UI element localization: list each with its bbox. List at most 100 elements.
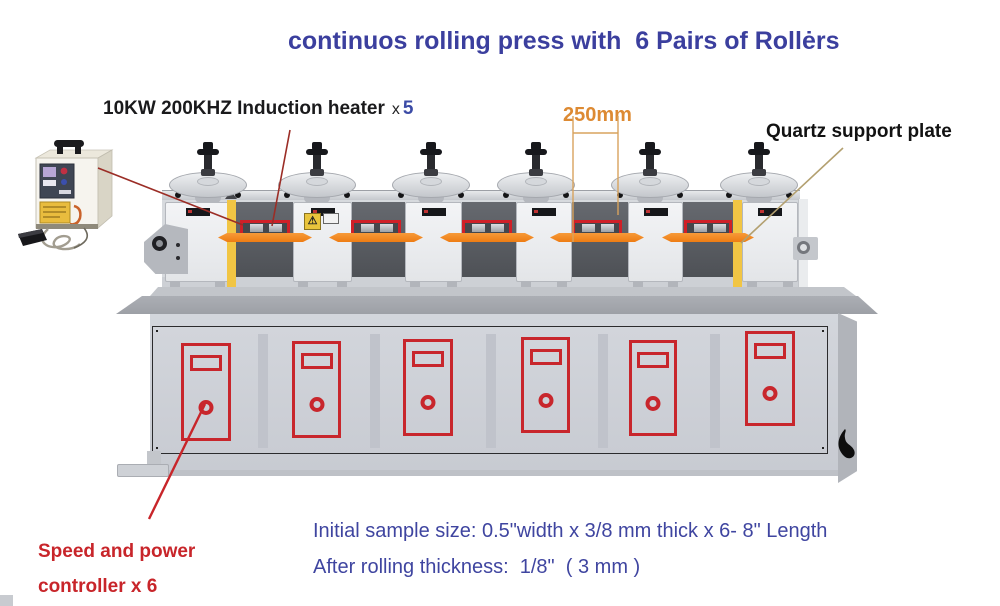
knob-stem bbox=[427, 153, 435, 175]
knob-collar bbox=[643, 169, 657, 176]
device-screen bbox=[43, 167, 56, 177]
door-nameplate-mark bbox=[312, 210, 317, 213]
knob-handle bbox=[197, 149, 219, 155]
rail-bolt bbox=[726, 192, 732, 198]
knob-tip bbox=[426, 142, 436, 150]
controller-display bbox=[754, 343, 786, 359]
left-bracket-bolt bbox=[176, 243, 180, 247]
knob-stem bbox=[646, 153, 654, 175]
controller-highlight bbox=[403, 339, 453, 436]
knob-stem bbox=[313, 153, 321, 175]
controller-knob bbox=[198, 400, 214, 415]
door-nameplate bbox=[532, 208, 556, 216]
controller-display bbox=[637, 352, 669, 368]
knob-stem bbox=[204, 153, 212, 175]
rail-bolt bbox=[503, 192, 509, 198]
knob-collar bbox=[752, 169, 766, 176]
panel-corner-mark bbox=[822, 447, 824, 449]
rail-bolt bbox=[344, 192, 350, 198]
cabinet-seam bbox=[486, 334, 496, 448]
dimension-250mm-label: 250mm bbox=[563, 104, 632, 126]
roller-end bbox=[713, 224, 726, 232]
induction-heater-device bbox=[18, 140, 114, 251]
door-nameplate-mark bbox=[645, 210, 650, 213]
knob-handle bbox=[420, 149, 442, 155]
induction-heater-label-text: 10KW 200KHZ Induction heater bbox=[103, 98, 385, 119]
table-edge bbox=[116, 296, 878, 314]
door-nameplate bbox=[643, 208, 668, 216]
cabinet-panel-outline bbox=[152, 326, 828, 454]
machine-foot-base bbox=[117, 464, 169, 477]
device-knob-blue bbox=[61, 179, 67, 185]
device-knob-red bbox=[60, 167, 68, 175]
machine-base-plate bbox=[150, 287, 856, 296]
quartz-plate bbox=[733, 199, 742, 287]
spec-sticker bbox=[323, 213, 339, 224]
wheel-center-cap bbox=[306, 177, 328, 186]
rail-bolt bbox=[617, 192, 623, 198]
material-strip bbox=[440, 233, 534, 242]
door-nameplate bbox=[758, 208, 782, 216]
controller-highlight bbox=[521, 337, 570, 433]
door-nameplate-mark bbox=[423, 210, 428, 213]
wheel-center-cap bbox=[748, 177, 770, 186]
device-cord bbox=[73, 227, 89, 249]
roller-end bbox=[582, 224, 595, 232]
quartz-support-plate-label: Quartz support plate bbox=[766, 121, 952, 142]
door-foot bbox=[668, 281, 678, 287]
controller-highlight bbox=[292, 341, 341, 438]
roller-end bbox=[250, 224, 263, 232]
door-foot bbox=[337, 281, 347, 287]
controller-highlight bbox=[181, 343, 231, 441]
station-door bbox=[405, 202, 462, 287]
wheel-center-cap bbox=[197, 177, 219, 186]
warning-sticker: ⚠ bbox=[304, 213, 321, 230]
station-door bbox=[293, 202, 352, 287]
door-foot bbox=[521, 281, 531, 287]
door-nameplate-mark bbox=[187, 210, 192, 213]
speed-power-controller-label-line1: Speed and power bbox=[38, 541, 196, 562]
device-base bbox=[36, 224, 98, 229]
controller-highlight bbox=[745, 331, 795, 426]
door-foot bbox=[783, 281, 793, 287]
knob-tip bbox=[203, 142, 213, 150]
knob-collar bbox=[529, 169, 543, 176]
wheel-center-cap bbox=[525, 177, 547, 186]
material-strip bbox=[662, 233, 754, 242]
roller-end bbox=[601, 224, 614, 232]
knob-handle bbox=[639, 149, 661, 155]
panel-corner-mark bbox=[156, 447, 158, 449]
after-rolling-thickness-text: After rolling thickness: 1/8" ( 3 mm ) bbox=[313, 556, 641, 578]
controller-display bbox=[190, 355, 222, 371]
roller-end bbox=[361, 224, 374, 232]
material-strip bbox=[329, 233, 423, 242]
speed-power-controller-label-line2: controller x 6 bbox=[38, 576, 158, 597]
panel-corner-mark bbox=[822, 330, 824, 332]
induction-heater-times: x bbox=[391, 101, 400, 118]
roller-end bbox=[472, 224, 485, 232]
device-switch bbox=[59, 190, 71, 194]
knob-collar bbox=[310, 169, 324, 176]
knob-stem bbox=[532, 153, 540, 175]
door-nameplate-mark bbox=[534, 210, 538, 213]
roller-end bbox=[491, 224, 504, 232]
door-nameplate bbox=[185, 208, 210, 216]
controller-knob bbox=[309, 397, 324, 412]
press-body-sill bbox=[162, 277, 800, 287]
rail-bolt bbox=[398, 192, 404, 198]
door-nameplate bbox=[421, 208, 446, 216]
door-foot bbox=[447, 281, 457, 287]
controller-display bbox=[529, 349, 562, 365]
door-foot bbox=[633, 281, 643, 287]
knob-collar bbox=[201, 169, 215, 176]
roller-end bbox=[380, 224, 393, 232]
door-foot bbox=[410, 281, 420, 287]
roller-end bbox=[269, 224, 282, 232]
floor-sliver bbox=[0, 595, 13, 606]
rail-bolt bbox=[563, 192, 569, 198]
door-nameplate-mark bbox=[760, 210, 764, 213]
device-handle-leg bbox=[75, 145, 81, 154]
door-foot bbox=[298, 281, 308, 287]
